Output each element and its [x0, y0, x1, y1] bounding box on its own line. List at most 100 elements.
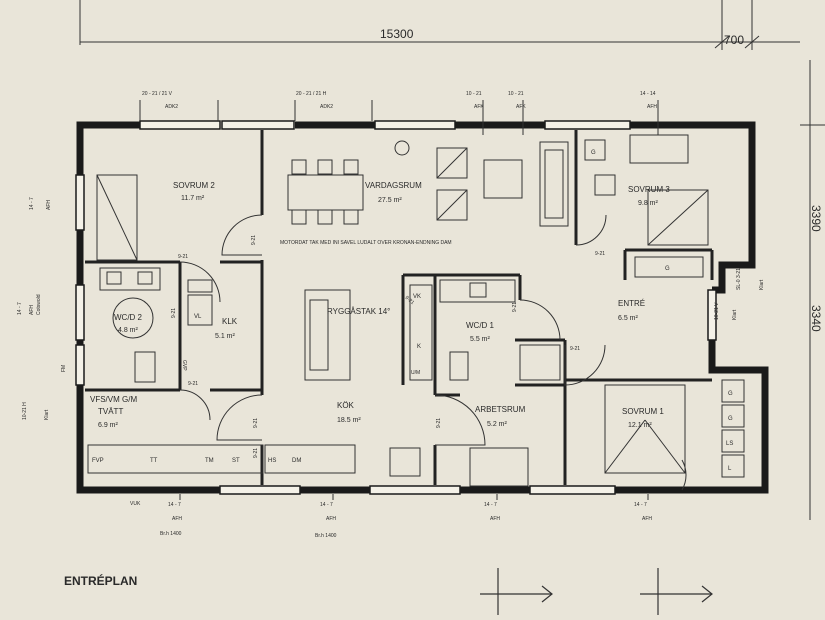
window-bottom-2	[369, 485, 461, 495]
room-arbetsrum-name: ARBETSRUM	[475, 405, 526, 414]
right-upper-dim-label: 3390	[809, 205, 823, 232]
wardrobe-l	[721, 454, 745, 478]
window-bottom-3	[529, 485, 616, 495]
door-kok	[216, 394, 263, 441]
door-sovrum2	[221, 214, 263, 256]
wlabel-bottom3-type: AFH	[490, 516, 500, 522]
right-dimension: 3390 3340	[800, 60, 825, 520]
room-tvatt-line2: TVÄTT	[98, 407, 123, 416]
room-klk-area: 5.1 m²	[215, 333, 236, 340]
counter-wc1	[439, 279, 516, 303]
ls-label: LS	[726, 441, 733, 447]
um-label: U/M	[411, 370, 420, 376]
wlabel-bottom1-type: AFH	[172, 516, 182, 522]
wardrobe-g-sovrum3	[584, 139, 606, 161]
door-entre-inner	[564, 344, 606, 386]
desk-sovrum3	[629, 134, 689, 164]
wlabel-top3-code: 10 - 21	[466, 91, 482, 97]
wlabel-bottom4-code: 14 - 7	[634, 502, 647, 508]
wlabel-right2-type: Klart	[759, 279, 765, 290]
room-wc2-name: WC/D 2	[114, 313, 143, 322]
room-arbetsrum-area: 5.2 m²	[487, 421, 508, 428]
wlabel-left3-type: Klart	[44, 409, 50, 420]
door-wc1	[519, 299, 561, 341]
toilet-wc2	[134, 351, 156, 383]
armchair-1	[436, 147, 468, 179]
kitchen-island	[304, 289, 351, 381]
window-right-1	[707, 289, 717, 341]
room-labels: SOVRUM 2 11.7 m² VARDAGSRUM 27.5 m² MOTO…	[90, 181, 670, 429]
door-klk	[179, 261, 221, 303]
window-left-3	[75, 344, 85, 386]
wlabel-top5-type: AFH	[647, 104, 657, 110]
fireplace	[394, 140, 410, 156]
fixture-labels: FVP TT TM ST HS DM VL GVP VK K U/M G G L…	[61, 150, 733, 507]
door-label-9: 9-21	[595, 251, 605, 257]
vk-label: VK	[413, 294, 421, 300]
room-vardagsrum-name: VARDAGSRUM	[365, 181, 422, 190]
g-label-2: G	[728, 416, 733, 422]
room-kok-name: KÖK	[337, 401, 355, 410]
wlabel-top4-code: 10 - 21	[508, 91, 524, 97]
door-label-2: 9-21	[178, 254, 188, 260]
tm-label: TM	[205, 458, 214, 464]
door-label-11: 9-21	[512, 302, 518, 312]
appliance-column	[409, 284, 433, 381]
wardrobe-g-2	[721, 404, 745, 428]
furniture	[87, 134, 745, 487]
l-label: L	[728, 466, 732, 472]
room-sovrum2-name: SOVRUM 2	[173, 181, 215, 190]
doors	[179, 214, 687, 491]
door-sovrum3	[575, 214, 607, 246]
window-top-3	[374, 120, 456, 130]
window-bottom-1	[219, 485, 301, 495]
room-sovrum3-name: SOVRUM 3	[628, 185, 670, 194]
vl-klk	[187, 294, 213, 326]
fvp-label: FVP	[92, 458, 104, 464]
wlabel-top3-type: AFK	[474, 104, 484, 110]
door-arbetsrum	[434, 394, 486, 446]
room-wc1-area: 5.5 m²	[470, 336, 491, 343]
wlabel-right2-code: SL-0 3-21	[736, 268, 742, 290]
section-marker-1	[480, 568, 553, 615]
section-marker-2	[640, 568, 713, 615]
room-tvatt-line1: VFS/VM G/M	[90, 395, 137, 404]
wlabel-left1-type: AFH	[46, 200, 52, 210]
window-labels: 20 - 21 / 21 V ADK2 20 - 21 / 21 H ADK2 …	[17, 91, 765, 539]
bed-sovrum1	[604, 384, 686, 474]
tt-label: TT	[150, 458, 158, 464]
door-label-4: 9-21	[188, 381, 198, 387]
g-label-1: G	[728, 391, 733, 397]
overhang-label: 700	[724, 33, 744, 47]
wlabel-bottom1-extra: Br.h 1400	[160, 531, 182, 537]
room-entre-name: ENTRÉ	[618, 299, 645, 308]
stove	[389, 447, 421, 477]
shower-wc2	[112, 297, 154, 339]
wlabel-top2-code: 20 - 21 / 21 H	[296, 91, 327, 97]
wlabel-top4-type: AFK	[516, 104, 526, 110]
door-label-8: 9-21	[570, 346, 580, 352]
shower-wc1	[519, 344, 561, 381]
laundry-counter	[87, 444, 264, 474]
wlabel-top1-code: 20 - 21 / 21 V	[142, 91, 173, 97]
wardrobe-g-1	[721, 379, 745, 403]
room-klk-name: KLK	[222, 317, 238, 326]
door-label-1: 9-21	[251, 235, 257, 245]
wlabel-left3-code: 10-21 H	[22, 402, 28, 420]
window-leaders	[139, 100, 659, 500]
door-tvatt	[179, 389, 211, 421]
wlabel-bottom2-code: 14 - 7	[320, 502, 333, 508]
window-top-1	[139, 120, 221, 130]
wlabel-right1-type: Klart	[732, 309, 738, 320]
hs-label: HS	[268, 458, 276, 464]
room-sovrum3-area: 9.8 m²	[638, 200, 659, 207]
top-dimension: 15300 700	[79, 0, 800, 50]
wlabel-bottom2-type: AFH	[326, 516, 336, 522]
entre-wardrobe	[634, 256, 704, 278]
right-lower-dim-label: 3340	[809, 305, 823, 332]
toilet-wc1	[449, 351, 469, 381]
wlabel-left2-type: AFH	[29, 305, 35, 315]
wlabel-right1-code: 10-21 V	[714, 302, 720, 320]
